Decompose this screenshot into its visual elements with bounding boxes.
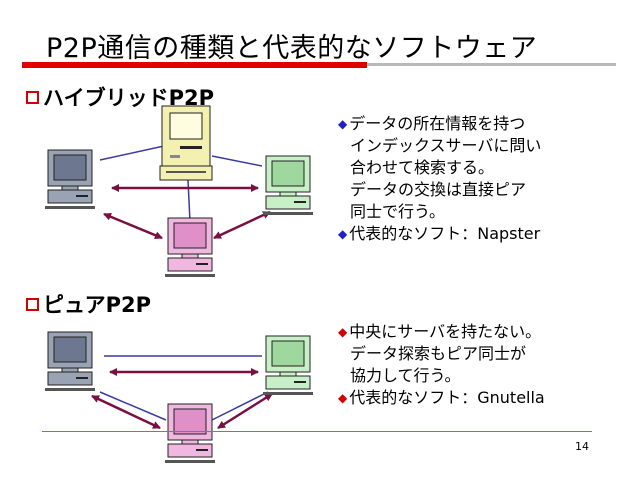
diamond-bullet-icon: ◆: [338, 391, 348, 405]
hybrid-line-0: ◆データの所在情報を持つ: [338, 114, 526, 133]
desktop-computer-icon: [44, 331, 96, 392]
pure-line-2: 協力して行う。: [350, 366, 461, 385]
pure-diagram: [44, 331, 314, 464]
diamond-bullet-icon: ◆: [338, 117, 348, 131]
desktop-computer-icon: [262, 335, 314, 396]
hybrid-description: ◆データの所在情報を持つ インデックスサーバに問い 合わせて検索する。 データの…: [338, 113, 541, 245]
page-number: 14: [575, 440, 589, 453]
footer-rule: [42, 431, 592, 432]
pure-line-3: ◆代表的なソフト：Gnutella: [338, 388, 545, 407]
page-title: P2P通信の種類と代表的なソフトウェア: [46, 33, 538, 64]
diamond-bullet-icon: ◆: [338, 227, 348, 241]
hybrid-line-3: データの交換は直接ピア: [350, 180, 527, 199]
desktop-computer-icon: [164, 217, 216, 278]
hybrid-line-4: 同士で行う。: [350, 202, 446, 221]
server-link: [211, 155, 263, 167]
server-computer-icon: [159, 105, 213, 181]
hybrid-line-5: ◆代表的なソフト：Napster: [338, 224, 541, 243]
pure-description: ◆中央にサーバを持たない。 データ探索もピア同士が 協力して行う。 ◆代表的なソ…: [338, 321, 545, 409]
server-link: [99, 145, 165, 161]
hollow-square-icon: [26, 297, 39, 311]
hybrid-diagram: [44, 105, 314, 278]
title-underline: [22, 62, 616, 68]
peer-link: [211, 391, 269, 421]
hollow-square-icon: [26, 90, 39, 104]
desktop-computer-icon: [164, 403, 216, 464]
diamond-bullet-icon: ◆: [338, 325, 348, 339]
hybrid-line-2: 合わせて検索する。: [350, 158, 495, 177]
data-exchange-arrow: [91, 394, 161, 430]
section-heading-pure-label: ピュアP2P: [43, 293, 151, 317]
pure-line-1: データ探索もピア同士が: [350, 344, 527, 363]
data-exchange-arrow: [103, 212, 163, 240]
section-heading-pure: ピュアP2P: [26, 289, 151, 319]
data-exchange-arrow: [217, 392, 273, 430]
pure-line-0: ◆中央にサーバを持たない。: [338, 322, 542, 341]
server-link: [187, 179, 191, 223]
hybrid-line-1: インデックスサーバに問い: [350, 136, 542, 155]
desktop-computer-icon: [44, 149, 96, 210]
data-exchange-arrow: [213, 210, 271, 240]
desktop-computer-icon: [262, 155, 314, 216]
